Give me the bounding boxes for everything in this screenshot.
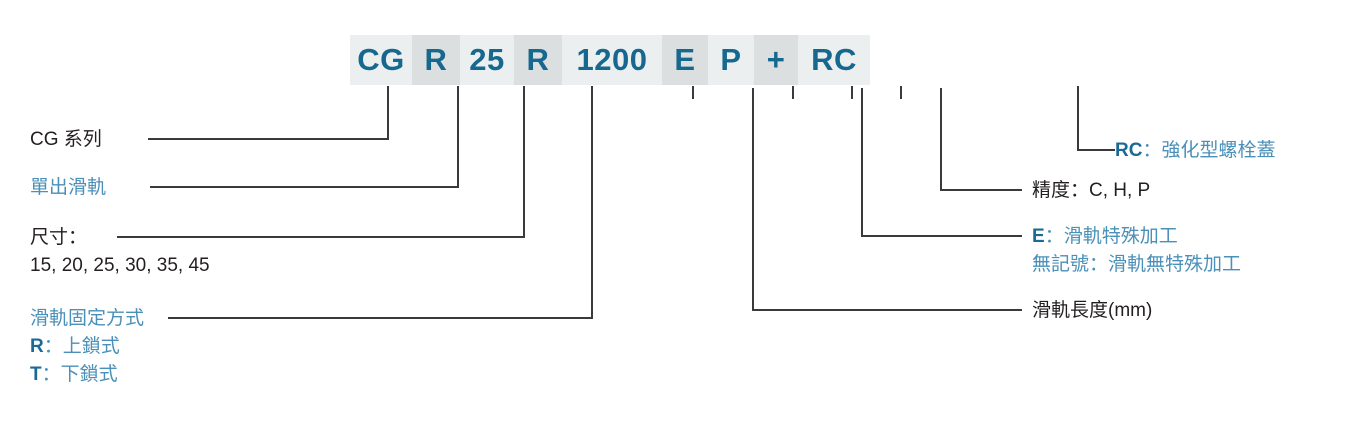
note-text: ：下鎖式	[41, 364, 118, 385]
code-cell-7: +	[754, 35, 798, 85]
code-cell-5: E	[662, 35, 708, 85]
note-rail-type: 單出滑軌	[30, 174, 106, 202]
note-rail-machining: E：滑軌特殊加工無記號：滑軌無特殊加工	[1032, 223, 1241, 279]
code-cell-value: P	[720, 42, 742, 77]
code-cell-ticks	[387, 86, 1079, 99]
code-cell-value: 25	[469, 42, 505, 77]
note-text: 精度：C, H, P	[1032, 180, 1151, 201]
code-cell-0: CG	[350, 35, 412, 85]
note-line: 精度：C, H, P	[1032, 177, 1150, 205]
code-cell-3: R	[514, 35, 562, 85]
note-line: CG 系列	[30, 126, 102, 154]
note-line: 無記號：滑軌無特殊加工	[1032, 251, 1241, 279]
code-cell-value: RC	[811, 42, 857, 77]
leader-rail-machining	[861, 88, 1022, 237]
code-cell-4: 1200	[562, 35, 662, 85]
note-text: CG 系列	[30, 129, 102, 150]
note-series: CG 系列	[30, 126, 102, 154]
note-line: T：下鎖式	[30, 361, 144, 389]
note-text: 滑軌固定方式	[30, 308, 145, 329]
note-line: R：上鎖式	[30, 333, 144, 361]
note-text: T	[30, 364, 42, 385]
leader-accuracy	[940, 88, 1022, 191]
note-text: 單出滑軌	[30, 177, 107, 198]
note-size: 尺寸： 15, 20, 25, 30, 35, 45	[30, 224, 210, 280]
code-cell-value: R	[424, 42, 448, 77]
note-text: 尺寸：	[30, 227, 88, 248]
leader-rail-mounting	[168, 88, 593, 319]
note-line: 單出滑軌	[30, 174, 106, 202]
note-line: 尺寸：	[30, 224, 210, 252]
note-line: E：滑軌特殊加工	[1032, 223, 1241, 251]
note-text: ：強化型螺栓蓋	[1142, 140, 1276, 161]
code-cell-value: E	[674, 42, 696, 77]
code-cell-8: RC	[798, 35, 870, 85]
note-line: 滑軌長度(mm)	[1032, 297, 1152, 325]
note-text: 無記號：滑軌無特殊加工	[1032, 254, 1242, 275]
note-line: 滑軌固定方式	[30, 305, 144, 333]
leader-rail-length	[752, 88, 1022, 311]
note-text: RC	[1115, 140, 1143, 161]
note-text: 15, 20, 25, 30, 35, 45	[30, 255, 210, 276]
note-accuracy: 精度：C, H, P	[1032, 177, 1150, 205]
note-text: E	[1032, 226, 1045, 247]
note-line: 15, 20, 25, 30, 35, 45	[30, 252, 210, 280]
leader-size	[117, 88, 525, 238]
code-cell-value: R	[526, 42, 550, 77]
leader-rail-type	[150, 88, 459, 188]
code-cell-2: 25	[460, 35, 514, 85]
note-bolt-cover: RC：強化型螺栓蓋	[1115, 137, 1275, 165]
note-text: 滑軌長度(mm)	[1032, 300, 1153, 321]
note-line: RC：強化型螺栓蓋	[1115, 137, 1275, 165]
note-rail-length: 滑軌長度(mm)	[1032, 297, 1152, 325]
note-text: R	[30, 336, 44, 357]
code-cell-6: P	[708, 35, 754, 85]
code-cell-value: CG	[357, 42, 405, 77]
leader-bolt-cover	[1077, 88, 1115, 151]
code-cell-value: 1200	[576, 42, 648, 77]
code-cell-value: +	[766, 42, 786, 77]
code-cell-1: R	[412, 35, 460, 85]
note-text: ：上鎖式	[43, 336, 120, 357]
leader-series	[148, 88, 389, 140]
note-text: ：滑軌特殊加工	[1044, 226, 1178, 247]
